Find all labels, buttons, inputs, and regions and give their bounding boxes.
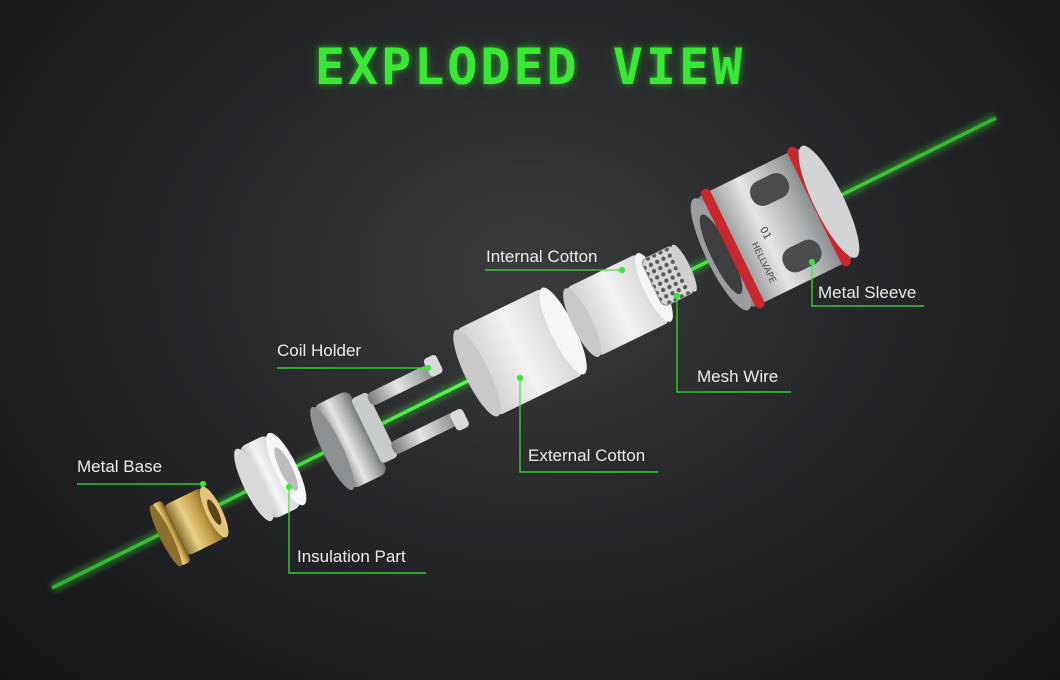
label-external-cotton: External Cotton	[528, 446, 646, 465]
leader-metal-sleeve	[811, 262, 924, 307]
leader-mesh-wire	[676, 296, 791, 393]
mesh-wire-part	[641, 244, 697, 306]
leader-external-cotton	[519, 378, 658, 473]
metal-sleeve-part: HELLVAPE 01	[690, 145, 860, 311]
leader-insulation-part	[288, 487, 426, 574]
label-metal-sleeve: Metal Sleeve	[818, 283, 917, 302]
coil-holder-part	[310, 355, 469, 490]
label-coil-holder: Coil Holder	[277, 341, 362, 360]
page-title: EXPLODED VIEW	[314, 38, 746, 96]
label-internal-cotton: Internal Cotton	[486, 247, 598, 266]
sleeve-code-text: 01	[757, 225, 772, 241]
label-insulation-part: Insulation Part	[297, 547, 406, 566]
leader-lines	[77, 258, 924, 574]
metal-base-part	[149, 486, 229, 567]
external-cotton-part	[453, 287, 587, 417]
label-metal-base: Metal Base	[77, 457, 163, 476]
label-mesh-wire: Mesh Wire	[697, 367, 779, 386]
insulation-part-piece	[234, 432, 307, 522]
